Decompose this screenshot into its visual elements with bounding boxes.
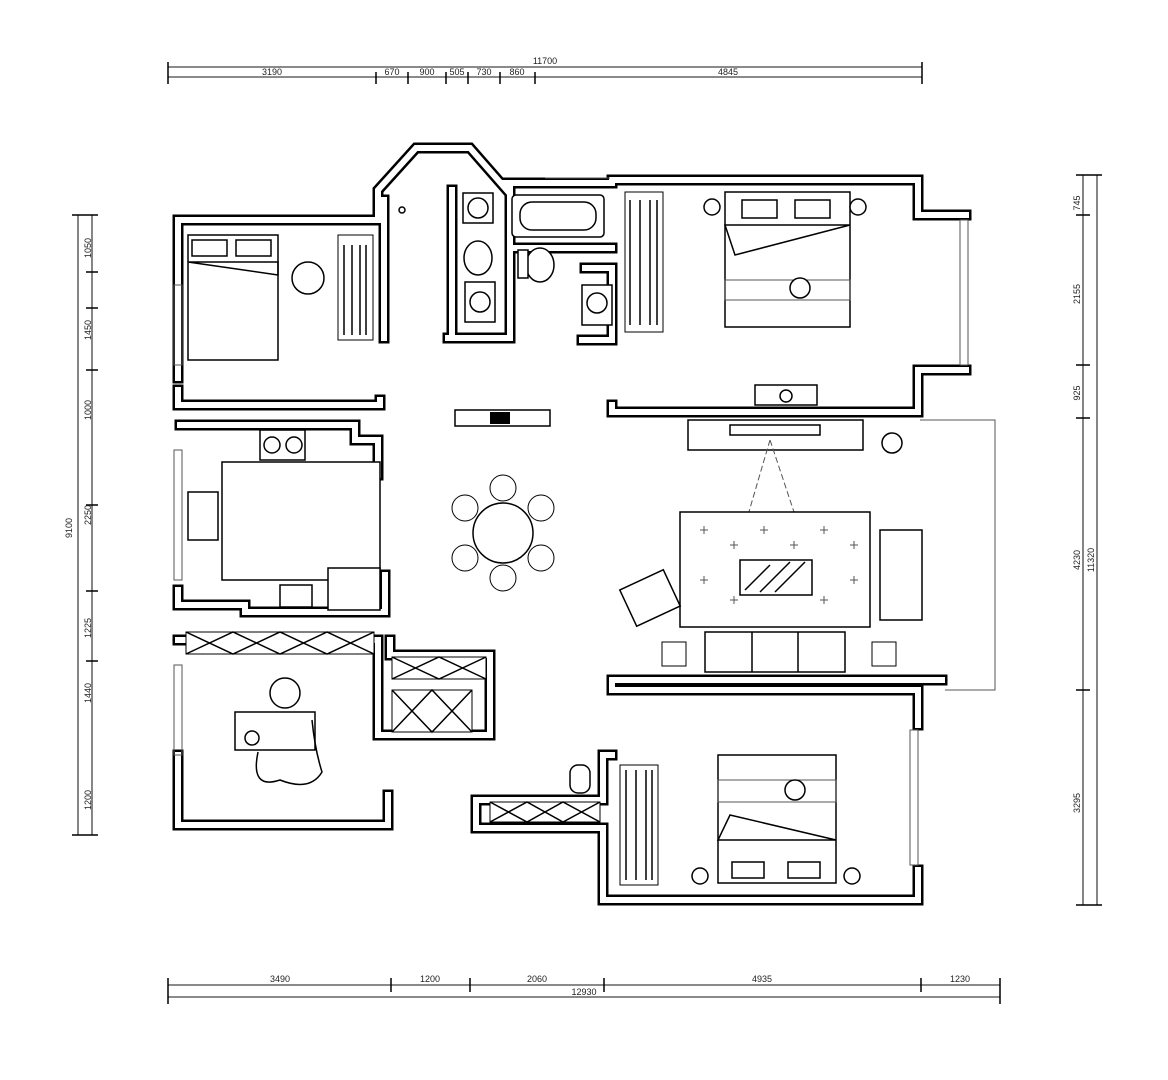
top-total-dimension: 11700 xyxy=(533,56,557,66)
left-dimension: 1225 xyxy=(83,618,93,638)
top-dimension: 670 xyxy=(384,67,399,77)
top-dimension-chain: 11700 3190 670 900 505 730 860 4845 xyxy=(167,56,923,84)
bottom-dimension: 1230 xyxy=(950,974,970,984)
master-bedroom xyxy=(624,191,867,406)
dining-area xyxy=(451,409,555,592)
right-dimension: 2155 xyxy=(1072,284,1082,304)
top-dimension: 505 xyxy=(449,67,464,77)
top-dimension: 900 xyxy=(419,67,434,77)
right-dimension: 4230 xyxy=(1072,550,1082,570)
left-dimension: 1450 xyxy=(83,320,93,340)
bottom-dimension: 4935 xyxy=(752,974,772,984)
bottom-total-dimension: 12930 xyxy=(571,987,596,997)
left-dimension: 2250 xyxy=(83,505,93,525)
right-dimension: 925 xyxy=(1072,385,1082,400)
left-dimension-chain: 1050 1450 1000 2250 1225 1440 1200 9100 xyxy=(64,214,98,836)
storage-cabinets xyxy=(185,631,601,823)
top-dimension: 4845 xyxy=(718,67,738,77)
left-dimension: 1200 xyxy=(83,790,93,810)
bathroom-fixtures xyxy=(398,192,613,326)
bedroom-small-bed xyxy=(187,234,374,361)
left-dimension: 1000 xyxy=(83,400,93,420)
left-dimension: 1440 xyxy=(83,683,93,703)
walls xyxy=(172,142,996,906)
top-dimension: 730 xyxy=(476,67,491,77)
right-dimension: 745 xyxy=(1072,195,1082,210)
bottom-dimension: 2060 xyxy=(527,974,547,984)
right-dimension-chain: 745 2155 925 4230 3295 11320 xyxy=(1072,174,1102,906)
right-dimension: 3295 xyxy=(1072,793,1082,813)
top-dimension: 860 xyxy=(509,67,524,77)
bottom-dimension-chain: 3490 1200 2060 4935 1230 12930 xyxy=(167,974,1001,1004)
second-bedroom xyxy=(569,754,861,886)
living-room xyxy=(618,419,923,673)
left-total-dimension: 9100 xyxy=(64,518,74,538)
study-desk xyxy=(234,677,323,786)
top-dimension: 3190 xyxy=(262,67,282,77)
left-dimension: 1050 xyxy=(83,238,93,258)
bottom-dimension: 1200 xyxy=(420,974,440,984)
kitchen xyxy=(187,429,381,611)
right-total-dimension: 11320 xyxy=(1086,548,1096,572)
bottom-dimension: 3490 xyxy=(270,974,290,984)
